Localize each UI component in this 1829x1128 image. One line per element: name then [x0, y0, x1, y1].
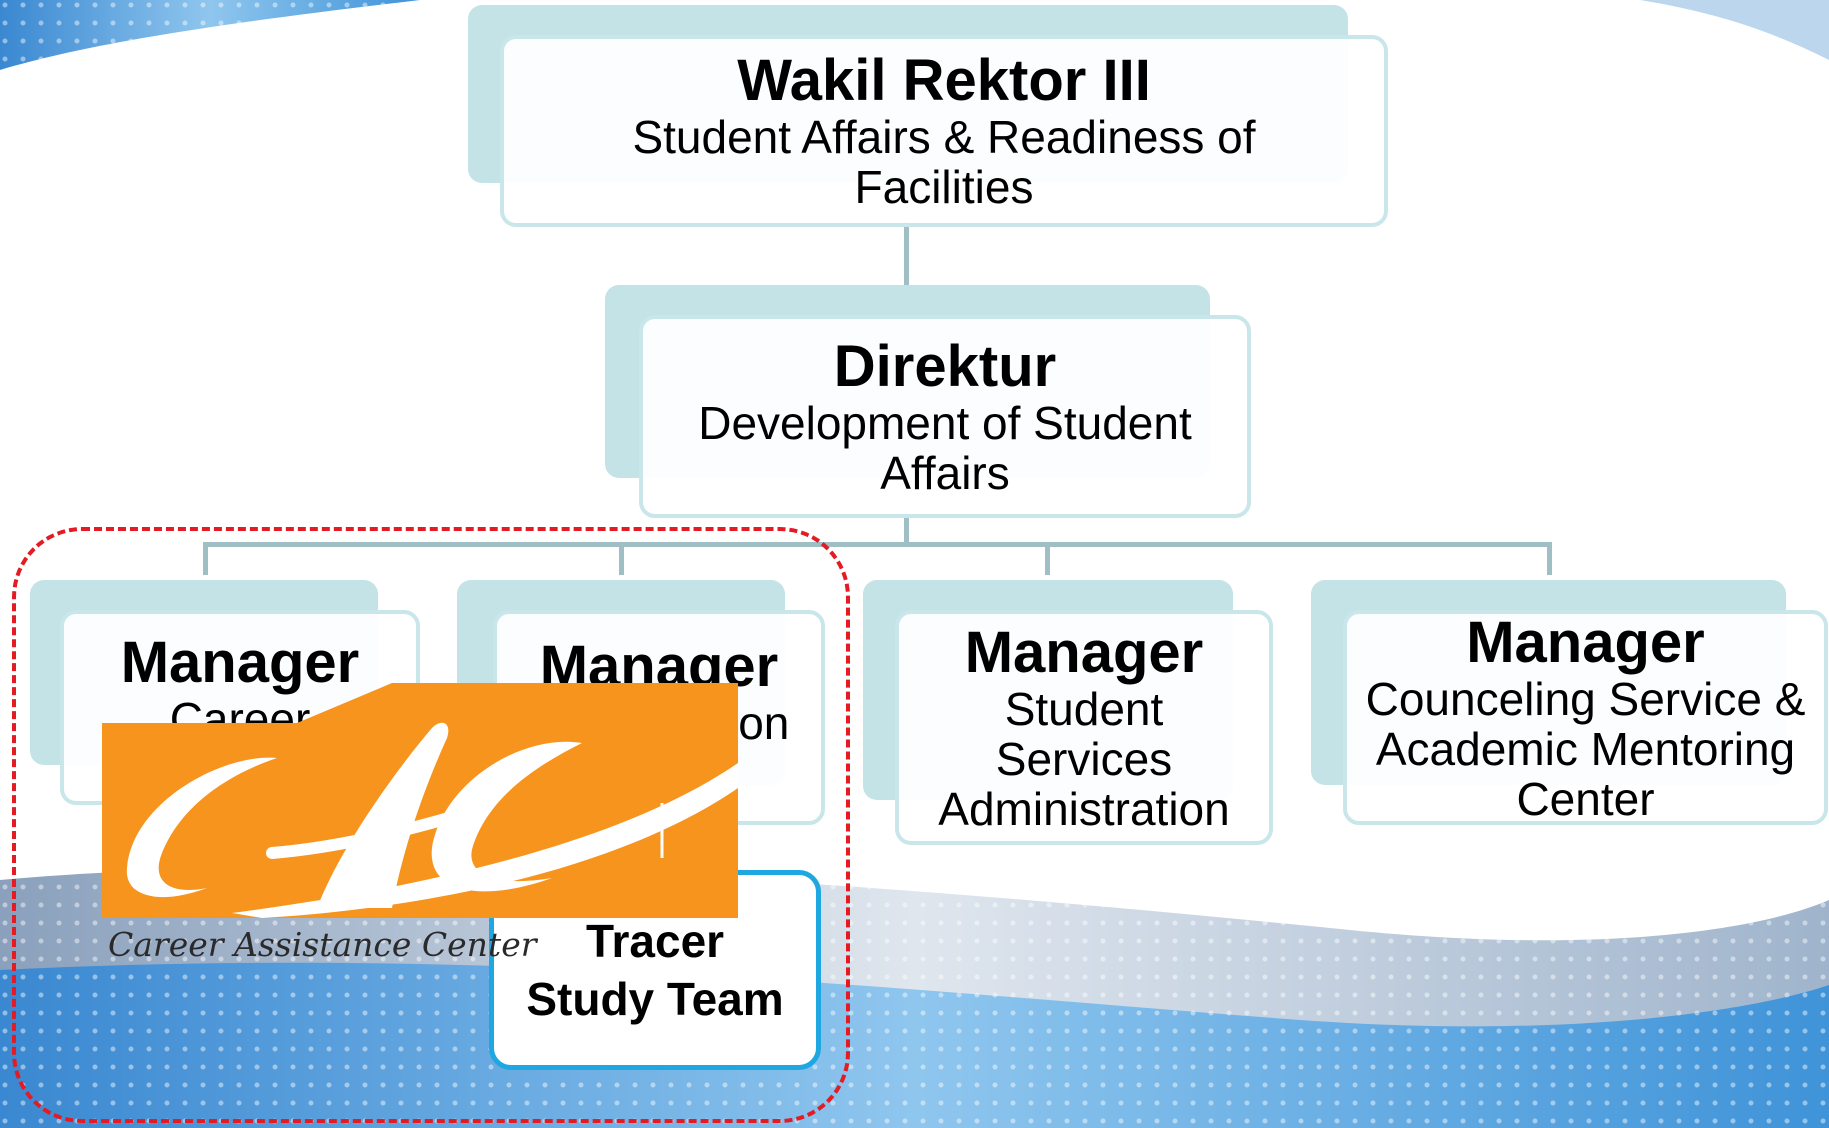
connector-manager-4	[1547, 542, 1552, 575]
node-wakil-rektor: Wakil Rektor III Student Affairs & Readi…	[468, 5, 1388, 227]
connector-rektor-direktur	[904, 222, 909, 317]
logo-letter-c1	[126, 757, 277, 898]
connector-manager-1	[203, 542, 208, 575]
node-subtitle: Counceling Service & Academic Mentoring …	[1365, 672, 1806, 825]
node-title: Direktur	[833, 333, 1057, 399]
node-title: Manager	[120, 630, 360, 695]
tracer-title-line2: Study Team	[526, 973, 784, 1025]
logo-letter-a	[317, 722, 449, 908]
node-direktur: Direktur Development of Student Affairs	[605, 285, 1251, 518]
highlight-dashed-boundary	[12, 527, 850, 1123]
node-manager-student-services: Manager Student Services Administration	[863, 580, 1273, 845]
node-card: Manager Student Services Administration	[895, 610, 1273, 845]
connector-direktur-bus	[904, 515, 909, 545]
logo-caption: Career Assistance Center	[108, 925, 537, 964]
tracer-title-line1: Tracer	[585, 915, 725, 967]
connector-horizontal-bus	[203, 542, 1552, 547]
node-card: Manager Counceling Service & Academic Me…	[1343, 610, 1828, 825]
node-manager-counceling: Manager Counceling Service & Academic Me…	[1311, 580, 1828, 825]
node-title: Wakil Rektor III	[737, 48, 1151, 113]
connector-manager-3	[1045, 542, 1050, 575]
node-title: Manager	[964, 619, 1204, 685]
node-subtitle: Student Affairs & Readiness of Facilitie…	[632, 111, 1256, 213]
cac-logo	[102, 683, 738, 918]
node-title: Manager	[1466, 609, 1705, 675]
logo-swoosh	[232, 763, 738, 918]
connector-manager-2	[619, 542, 624, 575]
node-card: Direktur Development of Student Affairs	[639, 315, 1251, 518]
node-subtitle: Development of Student Affairs	[698, 396, 1192, 499]
logo-letter-c2	[431, 741, 582, 892]
node-card: Wakil Rektor III Student Affairs & Readi…	[500, 35, 1388, 227]
node-subtitle: Student Services Administration	[938, 682, 1230, 835]
